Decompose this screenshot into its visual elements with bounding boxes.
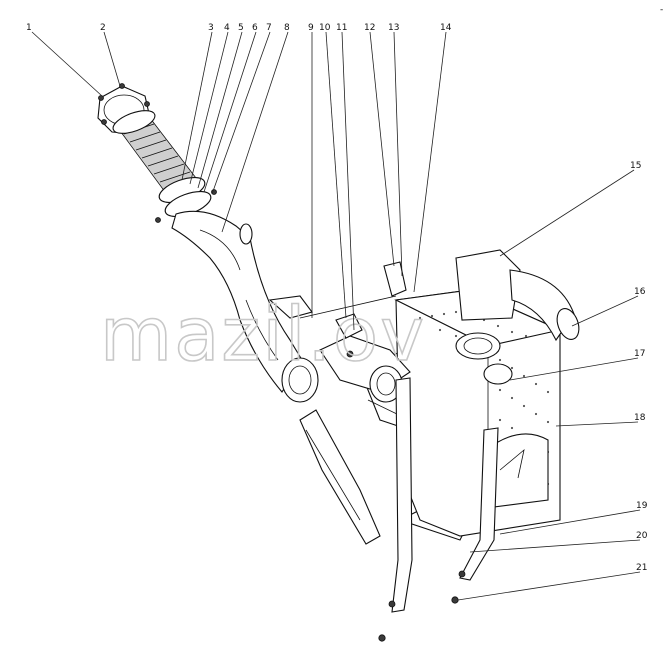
muffler-body xyxy=(394,249,580,537)
callout-9: 9 xyxy=(308,23,314,33)
callout-4: 4 xyxy=(224,23,230,33)
callout-13: 13 xyxy=(388,23,399,33)
corrugated-hose xyxy=(112,110,217,223)
callout-11: 11 xyxy=(336,23,347,33)
bolt-21 xyxy=(451,596,459,604)
callout-17: 17 xyxy=(634,349,645,359)
callout-8: 8 xyxy=(284,23,290,33)
callout-14: 14 xyxy=(440,23,452,33)
watermark: mazil.ov xyxy=(100,292,426,378)
callout-10: 10 xyxy=(319,23,331,33)
exhaust-pipe xyxy=(171,210,319,403)
corner-mark: - xyxy=(660,5,663,15)
hanger-rods xyxy=(378,377,499,642)
callout-15: 15 xyxy=(630,161,641,171)
callout-1: 1 xyxy=(26,23,32,33)
callout-20: 20 xyxy=(636,531,648,541)
callout-6: 6 xyxy=(252,23,258,33)
callout-3: 3 xyxy=(208,23,214,33)
callout-18: 18 xyxy=(634,413,646,423)
callout-19: 19 xyxy=(636,501,648,511)
callout-12: 12 xyxy=(364,23,375,33)
leader-lines xyxy=(31,31,641,601)
callout-7: 7 xyxy=(266,23,272,33)
callout-2: 2 xyxy=(100,23,106,33)
callout-21: 21 xyxy=(636,563,647,573)
callout-labels: 1 2 3 4 5 6 7 8 9 10 11 12 13 14 15 16 1… xyxy=(26,23,648,573)
callout-16: 16 xyxy=(634,287,646,297)
bolt-bottom xyxy=(378,634,386,642)
callout-5: 5 xyxy=(238,23,244,33)
